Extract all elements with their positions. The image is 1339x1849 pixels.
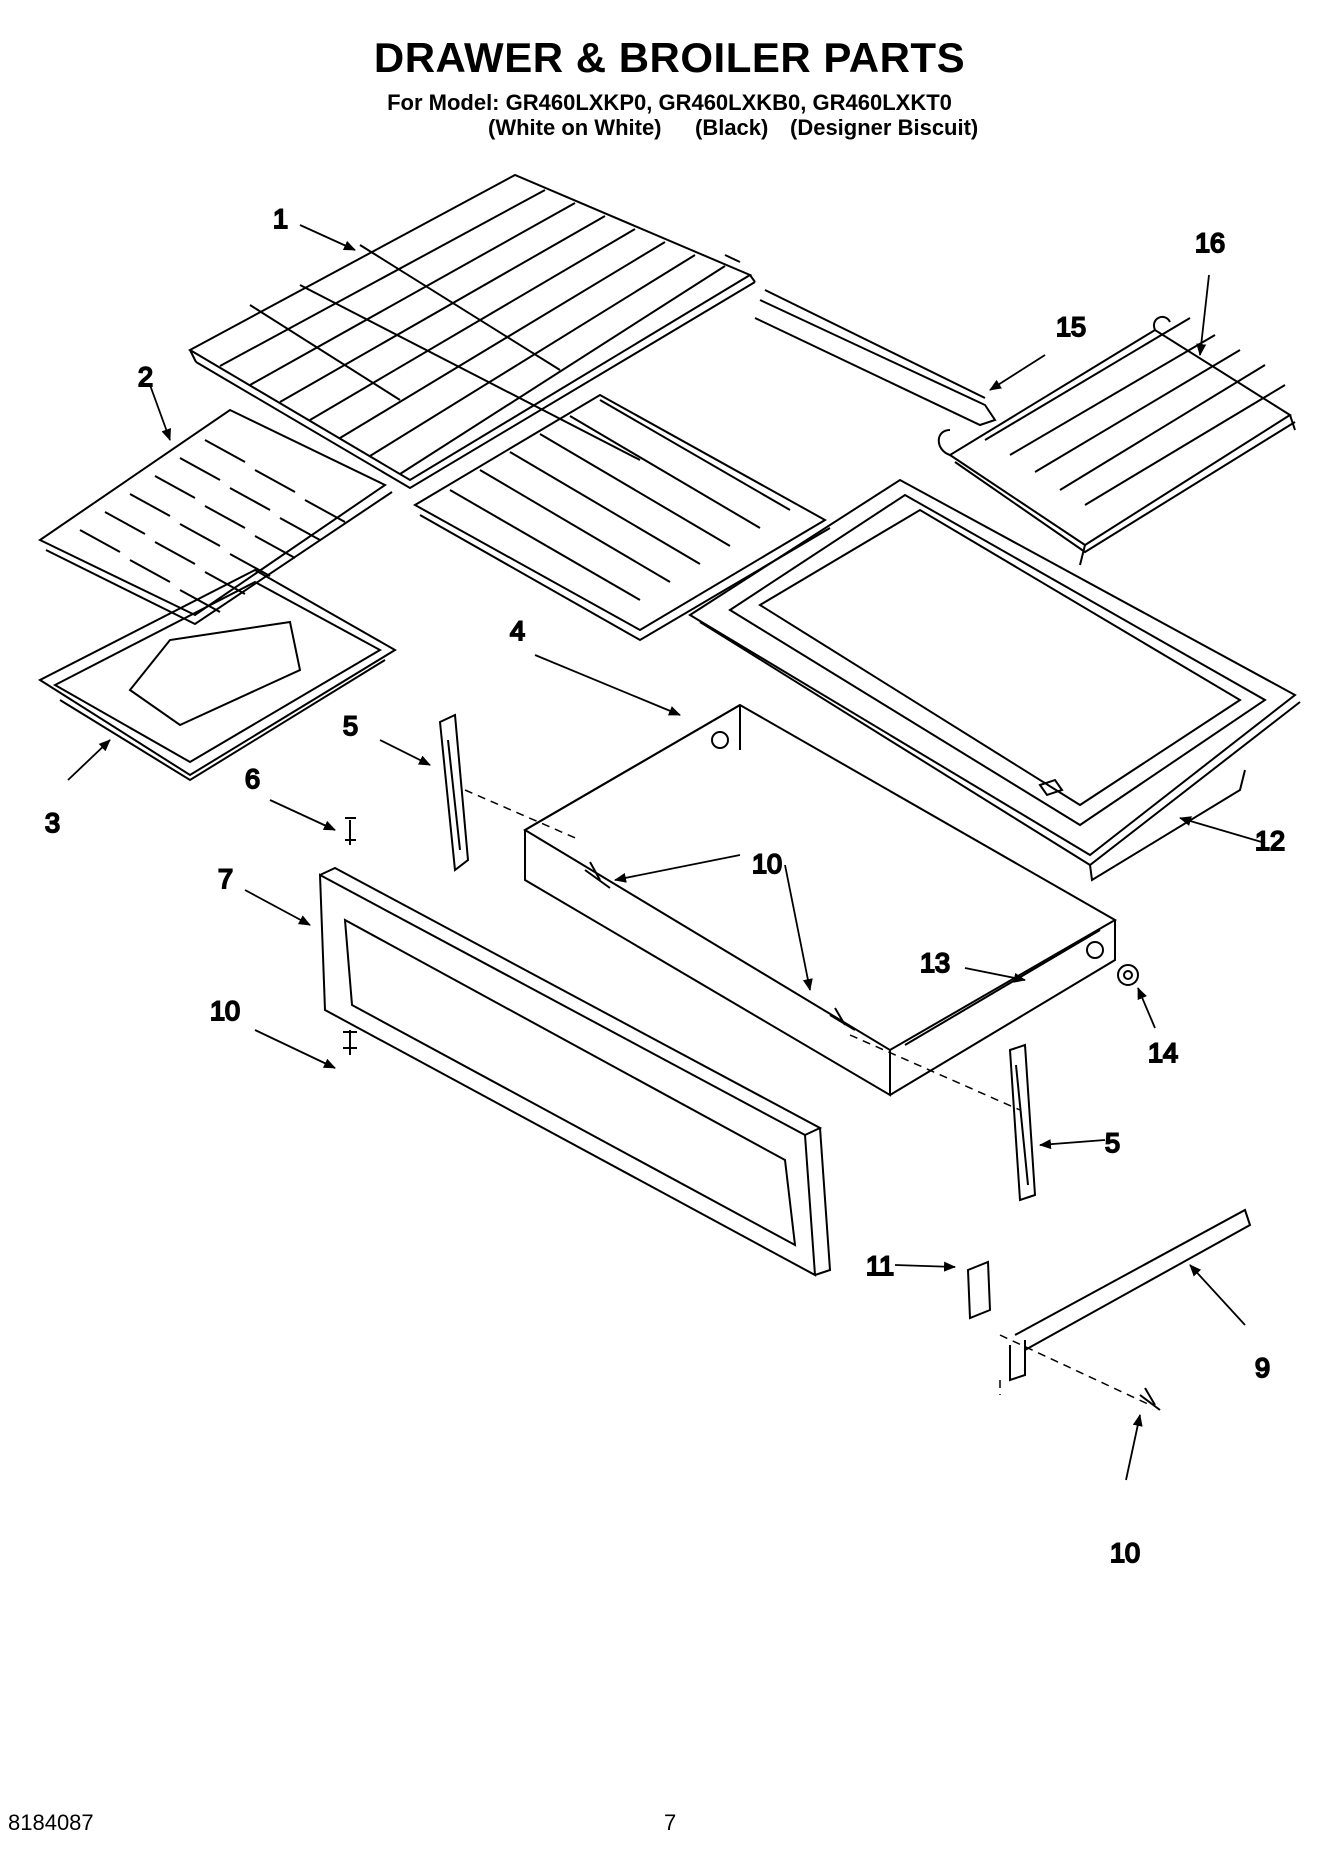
part-drawer-liner <box>688 478 1301 882</box>
callout-1: 1 <box>273 204 288 234</box>
part-broiler-pan <box>37 568 397 782</box>
part-drawer-body <box>523 703 1118 1097</box>
callout-10: 10 <box>752 849 782 879</box>
document-number: 8184087 <box>8 1810 94 1835</box>
part-drawer-slide <box>438 713 1037 1202</box>
part-screws <box>343 778 1161 1411</box>
variant-black: (Black) <box>695 115 769 140</box>
callout-14: 14 <box>1148 1038 1178 1068</box>
part-bottom-rail <box>1009 1208 1252 1382</box>
callout-3: 3 <box>45 808 60 838</box>
callout-9: 9 <box>1255 1353 1270 1383</box>
callout-7: 7 <box>218 864 233 894</box>
page-number: 7 <box>664 1810 677 1835</box>
part-broiler-grid <box>38 408 393 626</box>
callout-10: 10 <box>1110 1538 1140 1568</box>
part-drawer-panel <box>318 866 832 1277</box>
page-title: DRAWER & BROILER PARTS <box>373 34 966 81</box>
callout-12: 12 <box>1255 826 1285 856</box>
model-line: For Model: GR460LXKP0, GR460LXKB0, GR460… <box>387 90 952 115</box>
assembly-lines <box>464 789 1151 1406</box>
leader-arrows <box>67 224 1266 1481</box>
part-clip <box>966 1260 992 1320</box>
callout-16: 16 <box>1195 228 1225 258</box>
callout-11: 11 <box>866 1251 894 1281</box>
variant-biscuit: (Designer Biscuit) <box>790 115 979 140</box>
callout-5: 5 <box>343 711 358 741</box>
callout-13: 13 <box>920 948 950 978</box>
callout-5: 5 <box>1105 1128 1120 1158</box>
variant-white: (White on White) <box>488 115 662 140</box>
callout-10: 10 <box>210 996 240 1026</box>
callout-4: 4 <box>510 616 525 646</box>
callout-15: 15 <box>1056 312 1086 342</box>
part-oven-rack <box>187 173 756 490</box>
part-drawer-rack <box>412 393 831 642</box>
part-rack-rail <box>754 289 997 427</box>
part-broiler-rack <box>937 315 1296 566</box>
callout-labels: 1 2 3 4 5 6 7 10 10 13 14 5 10 11 9 10 1… <box>44 203 1286 1569</box>
callout-2: 2 <box>138 362 153 392</box>
callout-6: 6 <box>245 764 260 794</box>
